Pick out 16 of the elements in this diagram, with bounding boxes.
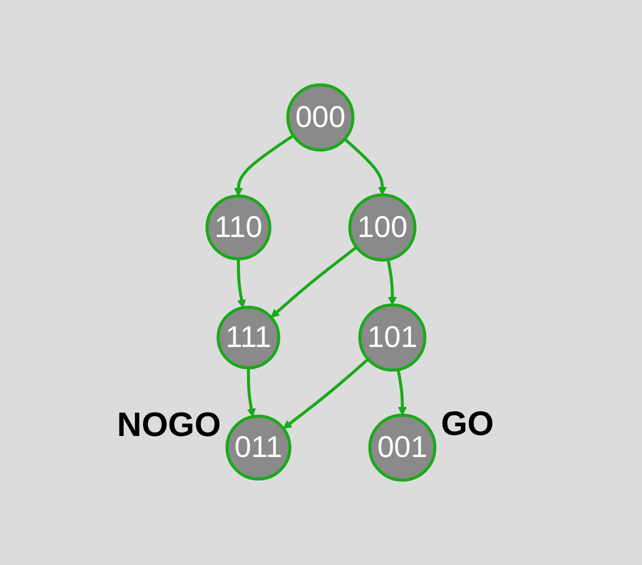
status-label: GO (440, 405, 494, 444)
node-circle (348, 193, 416, 262)
node-circle (368, 414, 436, 482)
arrow (396, 369, 407, 416)
arrow (386, 259, 397, 306)
node-circle (286, 83, 354, 152)
arrow (236, 258, 246, 308)
node-circle (226, 414, 292, 480)
arrow (270, 246, 358, 318)
node-circle (358, 304, 426, 372)
arrow (344, 138, 387, 196)
node-circle (206, 194, 272, 260)
node-circle (216, 306, 280, 370)
arrow (246, 368, 256, 418)
arrow (283, 358, 370, 429)
arrow (234, 134, 294, 196)
